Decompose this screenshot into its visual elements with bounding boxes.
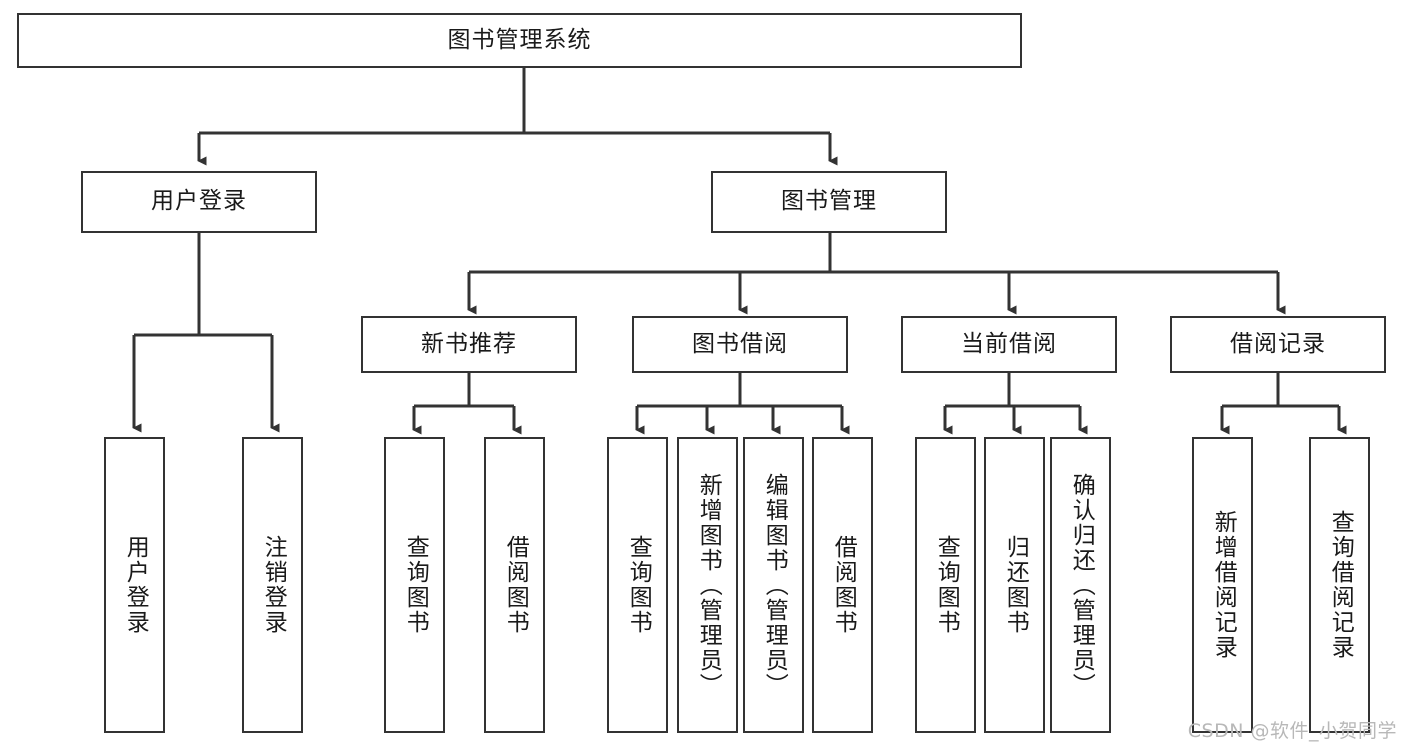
node-user-login-label: 用户登录 [151,188,247,215]
node-leaf-logout-label: 注销登录 [260,535,287,635]
node-leaf-query-book-borrow-label: 查询图书 [625,535,652,635]
node-new-book-recommend[interactable]: 新书推荐 [361,316,577,373]
node-leaf-edit-book[interactable]: 编辑图书（管理员） [743,437,804,733]
node-leaf-add-record[interactable]: 新增借阅记录 [1192,437,1253,733]
node-leaf-add-book[interactable]: 新增图书（管理员） [677,437,738,733]
node-leaf-return-book[interactable]: 归还图书 [984,437,1045,733]
node-leaf-query-book-rec-label: 查询图书 [402,535,429,635]
node-book-manage[interactable]: 图书管理 [711,171,947,233]
node-borrow-record[interactable]: 借阅记录 [1170,316,1386,373]
node-leaf-add-book-label: 新增图书（管理员） [695,472,722,698]
node-root-label: 图书管理系统 [447,26,592,53]
node-leaf-query-record-label: 查询借阅记录 [1327,510,1354,660]
node-current-borrow[interactable]: 当前借阅 [901,316,1117,373]
node-current-borrow-label: 当前借阅 [961,330,1057,357]
node-book-borrow-label: 图书借阅 [692,330,788,357]
node-leaf-edit-book-label: 编辑图书（管理员） [761,472,788,698]
node-leaf-borrow-book-label: 借阅图书 [830,535,857,635]
node-leaf-borrow-book-rec[interactable]: 借阅图书 [484,437,545,733]
node-new-book-recommend-label: 新书推荐 [421,330,517,357]
watermark-text: CSDN @软件_小贺同学 [1187,720,1397,742]
node-leaf-query-book-current[interactable]: 查询图书 [915,437,976,733]
node-leaf-user-login[interactable]: 用户登录 [104,437,165,733]
node-leaf-query-record[interactable]: 查询借阅记录 [1309,437,1370,733]
node-book-manage-label: 图书管理 [781,188,877,215]
node-leaf-confirm-return-label: 确认归还（管理员） [1068,472,1095,698]
node-root[interactable]: 图书管理系统 [17,13,1022,68]
node-leaf-logout[interactable]: 注销登录 [242,437,303,733]
node-leaf-add-record-label: 新增借阅记录 [1210,510,1237,660]
node-leaf-query-book-borrow[interactable]: 查询图书 [607,437,668,733]
node-leaf-user-login-label: 用户登录 [122,535,149,635]
node-leaf-query-book-rec[interactable]: 查询图书 [384,437,445,733]
node-borrow-record-label: 借阅记录 [1230,330,1326,357]
node-user-login[interactable]: 用户登录 [81,171,317,233]
node-leaf-borrow-book[interactable]: 借阅图书 [812,437,873,733]
node-leaf-return-book-label: 归还图书 [1002,535,1029,635]
node-leaf-borrow-book-rec-label: 借阅图书 [502,535,529,635]
node-book-borrow[interactable]: 图书借阅 [632,316,848,373]
node-leaf-confirm-return[interactable]: 确认归还（管理员） [1050,437,1111,733]
node-leaf-query-book-current-label: 查询图书 [933,535,960,635]
